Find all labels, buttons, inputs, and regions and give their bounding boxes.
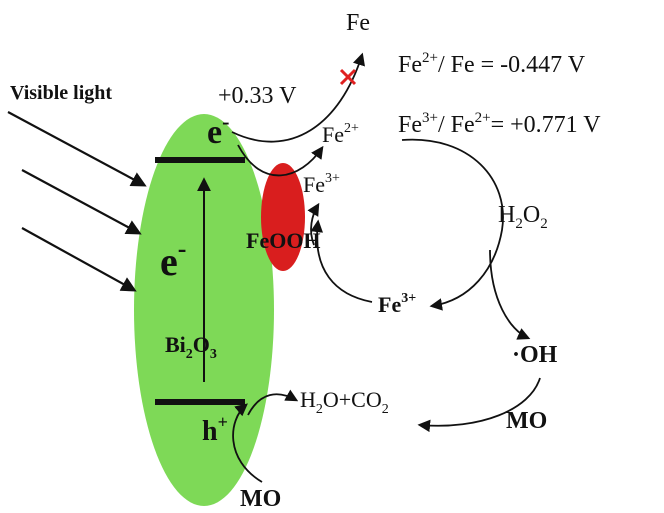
arrow-to-fe-blocked bbox=[231, 52, 365, 143]
hydroxyl-radical-label: ·OH bbox=[512, 342, 558, 368]
h2o2-label: H2O2 bbox=[498, 202, 548, 232]
blocked-cross-icon bbox=[339, 68, 357, 86]
light-arrow-1 bbox=[7, 111, 147, 187]
light-arrow-3 bbox=[21, 227, 137, 292]
cb-electron-label: e- bbox=[207, 109, 229, 151]
visible-light-label: Visible light bbox=[10, 82, 112, 104]
potential-label: +0.33 V bbox=[218, 83, 297, 109]
eq2-label: Fe3+/ Fe2+= +0.771 V bbox=[398, 110, 601, 138]
fe3-bold-label: Fe3+ bbox=[378, 291, 416, 317]
arrow-fe3-loop bbox=[401, 138, 504, 311]
products-label: H2O+CO2 bbox=[300, 387, 389, 417]
fe3-small-label: Fe3+ bbox=[303, 171, 340, 197]
mo-right-label: MO bbox=[506, 408, 547, 434]
hole-label: h+ bbox=[202, 412, 228, 447]
fe2-label: Fe2+ bbox=[322, 121, 359, 147]
arrow-mo-to-h bbox=[232, 403, 263, 483]
eq1-label: Fe2+/ Fe = -0.447 V bbox=[398, 50, 586, 78]
arrow-fe3-to-feooh bbox=[310, 219, 373, 303]
feooh-label: FeOOH bbox=[246, 228, 321, 253]
light-arrow-2 bbox=[21, 169, 142, 235]
arrow-oh-to-products bbox=[417, 377, 541, 433]
big-electron-label: e- bbox=[160, 234, 186, 284]
mo-bottom-label: MO bbox=[240, 486, 281, 512]
arrow-to-fe2 bbox=[237, 144, 324, 177]
bi2o3-label: Bi2O3 bbox=[165, 332, 217, 362]
fe-label: Fe bbox=[346, 10, 370, 36]
feooh-particle bbox=[261, 163, 305, 271]
arrow-h-to-products bbox=[247, 389, 299, 416]
arrow-to-oh bbox=[489, 249, 531, 340]
